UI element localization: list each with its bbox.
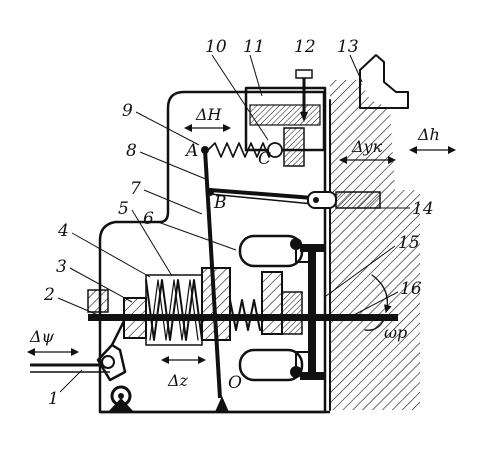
pivot-O-support xyxy=(215,396,229,412)
screw-12-tip xyxy=(300,112,308,122)
label-3: 3 xyxy=(56,257,67,277)
leader-5 xyxy=(131,209,173,277)
point-C: C xyxy=(258,149,271,169)
lever-1-link xyxy=(110,320,126,346)
link-8b xyxy=(209,193,314,205)
label-2: 2 xyxy=(43,285,55,305)
spool-mid-collar-6 xyxy=(201,267,231,341)
label-15: 15 xyxy=(398,233,420,253)
label-7: 7 xyxy=(130,179,141,199)
spring-9 xyxy=(207,142,274,158)
label-13: 13 xyxy=(337,37,359,57)
leader-13 xyxy=(349,54,363,83)
leader-1 xyxy=(59,369,83,393)
leader-15 xyxy=(325,245,396,297)
leader-3 xyxy=(69,267,133,303)
sensor-14-pin xyxy=(313,197,319,203)
label-14: 14 xyxy=(412,199,434,219)
dashpot-chamber xyxy=(249,104,321,126)
symbol-omega: ωр xyxy=(384,323,407,342)
bushing-right xyxy=(281,291,303,335)
roller-support-base xyxy=(108,398,134,412)
label-16: 16 xyxy=(400,279,422,299)
label-10: 10 xyxy=(205,37,227,57)
leader-4 xyxy=(71,232,151,278)
shaft-holder-13 xyxy=(359,54,409,109)
point-O: O xyxy=(228,373,242,393)
spool-left-collar xyxy=(123,297,147,339)
roller-support-hub xyxy=(118,393,124,399)
spring-4 xyxy=(145,274,203,346)
weight-upper-pin xyxy=(290,238,302,250)
lever-1-arm xyxy=(96,343,127,382)
label-5: 5 xyxy=(118,199,129,219)
flyweight-carrier-15 xyxy=(300,244,324,380)
label-1: 1 xyxy=(48,389,59,409)
lever-1-pivot xyxy=(101,355,115,369)
leader-7 xyxy=(143,189,203,215)
point-B: B xyxy=(213,193,227,213)
dashpot-piston-10 xyxy=(283,127,305,167)
housing-outline xyxy=(98,86,327,414)
arrow-omega xyxy=(371,274,392,313)
leader-16 xyxy=(351,291,399,317)
leader-9 xyxy=(135,111,200,146)
symbol-dh: Δh xyxy=(417,125,440,144)
spool-right-collar xyxy=(261,271,283,335)
point-A: A xyxy=(184,141,198,161)
sensor-14-tip xyxy=(335,191,381,209)
label-6: 6 xyxy=(143,209,154,229)
label-4: 4 xyxy=(57,221,69,241)
shaft-16 xyxy=(88,314,398,321)
label-12: 12 xyxy=(294,37,316,57)
weight-lower-pin xyxy=(290,366,302,378)
leader-2 xyxy=(57,297,106,319)
label-11: 11 xyxy=(243,37,265,57)
link-8 xyxy=(209,188,314,200)
bearing-2-block xyxy=(87,289,109,313)
symbol-dpsi: Δψ xyxy=(29,327,55,346)
arrow-omega-lower xyxy=(364,317,386,331)
symbol-dyk: Δyк xyxy=(351,137,383,156)
leader-8 xyxy=(139,151,209,181)
sensor-14-body xyxy=(307,191,337,209)
symbol-dz: Δz xyxy=(167,371,189,390)
weight-lower xyxy=(238,348,304,382)
leader-6 xyxy=(157,221,237,251)
symbol-dH: ΔH xyxy=(195,105,223,124)
label-8: 8 xyxy=(126,141,137,161)
leader-11 xyxy=(249,54,263,97)
leader-10 xyxy=(211,54,269,141)
label-9: 9 xyxy=(122,101,133,121)
spring-5 xyxy=(229,299,261,331)
screw-12-head xyxy=(295,69,313,79)
pivot-A xyxy=(201,146,209,154)
